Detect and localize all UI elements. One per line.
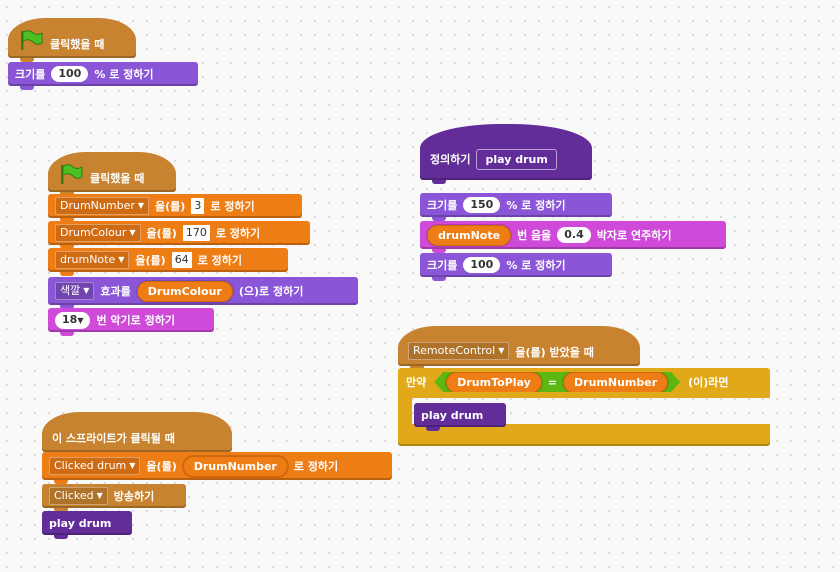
drumnumber-reporter[interactable]: DrumNumber bbox=[182, 455, 288, 477]
set-size-block-100[interactable]: 크기를 100 % 로 정하기 bbox=[420, 253, 612, 281]
message-dropdown[interactable]: Clicked▼ bbox=[49, 487, 108, 505]
block-text: 박자로 연주하기 bbox=[596, 229, 672, 242]
hat-label: 을(를) 받았을 때 bbox=[515, 346, 594, 359]
equals-operator[interactable]: DrumToPlay = DrumNumber bbox=[434, 372, 680, 392]
drumnote-reporter[interactable]: drumNote bbox=[427, 224, 512, 246]
size-input[interactable]: 100 bbox=[463, 257, 501, 273]
block-text: 을(를) bbox=[146, 227, 177, 240]
block-text: 크기를 bbox=[15, 68, 46, 81]
define-param-play-drum[interactable]: play drum bbox=[476, 148, 557, 170]
block-text: 을(를) bbox=[146, 460, 177, 473]
if-block-bottom bbox=[398, 424, 770, 446]
block-text: % 로 정하기 bbox=[506, 199, 566, 212]
define-label: 정의하기 bbox=[430, 153, 471, 166]
hat-label: 클릭했을 때 bbox=[50, 38, 105, 51]
if-label: 만약 bbox=[406, 376, 427, 389]
when-sprite-clicked-hat[interactable]: 이 스프라이트가 클릭될 때 bbox=[42, 412, 232, 456]
when-i-receive-hat[interactable]: RemoteControl▼ 을(를) 받았을 때 bbox=[398, 326, 640, 370]
drumcolour-reporter[interactable]: DrumColour bbox=[136, 280, 233, 302]
message-dropdown[interactable]: RemoteControl▼ bbox=[408, 342, 510, 360]
block-text: 로 정하기 bbox=[197, 254, 242, 267]
instrument-dropdown[interactable]: 18▼ bbox=[55, 311, 91, 329]
value-input[interactable]: 64 bbox=[171, 252, 192, 268]
block-text: 로 정하기 bbox=[210, 200, 255, 213]
variable-dropdown[interactable]: DrumColour▼ bbox=[55, 224, 141, 242]
block-text: 로 정하기 bbox=[293, 460, 339, 473]
define-block-hat[interactable]: 정의하기 play drum bbox=[420, 124, 592, 184]
call-play-drum-block[interactable]: play drum bbox=[42, 511, 132, 539]
variable-dropdown[interactable]: drumNote▼ bbox=[55, 251, 130, 269]
block-text: play drum bbox=[49, 516, 112, 530]
set-variable-block-clicked-drum[interactable]: Clicked drum▼ 을(를) DrumNumber 로 정하기 bbox=[42, 452, 392, 484]
set-variable-block-drumnote[interactable]: drumNote▼ 을(를) 64 로 정하기 bbox=[48, 248, 288, 276]
if-block-header: 만약 DrumToPlay = DrumNumber (이)라면 bbox=[406, 372, 729, 392]
size-input[interactable]: 150 bbox=[463, 197, 501, 213]
block-text: 방송하기 bbox=[113, 490, 155, 503]
when-flag-clicked-hat-2[interactable]: 클릭했을 때 bbox=[48, 152, 176, 196]
set-effect-block[interactable]: 색깔▼ 효과를 DrumColour (으)로 정하기 bbox=[48, 277, 358, 309]
block-text: 번 악기로 정하기 bbox=[96, 314, 175, 327]
value-input[interactable]: 3 bbox=[191, 198, 205, 214]
if-post-label: (이)라면 bbox=[688, 376, 729, 389]
block-text: 을(를) bbox=[155, 200, 186, 213]
size-input[interactable]: 100 bbox=[51, 66, 89, 82]
hat-label: 이 스프라이트가 클릭될 때 bbox=[52, 432, 175, 445]
set-variable-block-drumnumber[interactable]: DrumNumber▼ 을(를) 3 로 정하기 bbox=[48, 194, 302, 222]
block-text: 크기를 bbox=[427, 259, 458, 272]
green-flag-icon bbox=[18, 29, 44, 51]
beats-input[interactable]: 0.4 bbox=[557, 227, 591, 243]
green-flag-icon bbox=[58, 163, 84, 185]
broadcast-block[interactable]: Clicked▼ 방송하기 bbox=[42, 484, 186, 512]
set-instrument-block[interactable]: 18▼ 번 악기로 정하기 bbox=[48, 308, 214, 336]
block-text: play drum bbox=[421, 408, 484, 422]
block-text: 크기를 bbox=[427, 199, 458, 212]
drumtoplay-reporter[interactable]: DrumToPlay bbox=[446, 372, 542, 393]
equals-sign: = bbox=[547, 375, 558, 389]
when-flag-clicked-hat-1[interactable]: 클릭했을 때 bbox=[8, 18, 136, 62]
if-block[interactable]: 만약 DrumToPlay = DrumNumber (이)라면 play dr… bbox=[398, 368, 770, 446]
set-size-block-1[interactable]: 크기를 100 % 로 정하기 bbox=[8, 62, 198, 90]
effect-dropdown[interactable]: 색깔▼ bbox=[55, 282, 95, 300]
hat-label: 클릭했을 때 bbox=[90, 172, 145, 185]
block-text: % 로 정하기 bbox=[506, 259, 566, 272]
drumnumber-reporter[interactable]: DrumNumber bbox=[563, 372, 668, 393]
play-note-block[interactable]: drumNote 번 음을 0.4 박자로 연주하기 bbox=[420, 221, 726, 253]
set-variable-block-drumcolour[interactable]: DrumColour▼ 을(를) 170 로 정하기 bbox=[48, 221, 310, 249]
block-text: 을(를) bbox=[135, 254, 166, 267]
block-text: (으)로 정하기 bbox=[238, 285, 304, 298]
variable-dropdown[interactable]: DrumNumber▼ bbox=[55, 197, 150, 215]
block-text: 번 음을 bbox=[517, 229, 552, 242]
variable-dropdown[interactable]: Clicked drum▼ bbox=[49, 457, 141, 475]
if-block-arm bbox=[398, 398, 412, 424]
set-size-block-150[interactable]: 크기를 150 % 로 정하기 bbox=[420, 193, 612, 221]
call-play-drum-block-inner[interactable]: play drum bbox=[414, 403, 506, 431]
block-text: 효과를 bbox=[100, 285, 131, 298]
block-text: % 로 정하기 bbox=[94, 68, 154, 81]
block-text: 로 정하기 bbox=[215, 227, 261, 240]
value-input[interactable]: 170 bbox=[182, 225, 210, 241]
